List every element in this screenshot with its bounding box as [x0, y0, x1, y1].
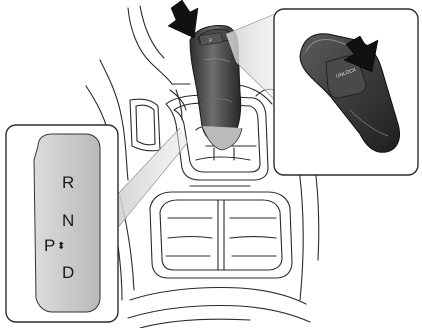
press-arrow-icon [168, 0, 198, 38]
gear-n-label: N [62, 211, 74, 230]
gear-d-label: D [62, 263, 74, 282]
gear-p-label: P [44, 236, 55, 255]
gear-indicator-inset: R N P ⬍ D [6, 125, 118, 322]
park-arrow-icon: ⬍ [57, 241, 65, 252]
gear-r-label: R [62, 173, 74, 192]
callout-beam-left [116, 128, 188, 230]
unlock-button-inset: UNLOCK [274, 9, 418, 175]
